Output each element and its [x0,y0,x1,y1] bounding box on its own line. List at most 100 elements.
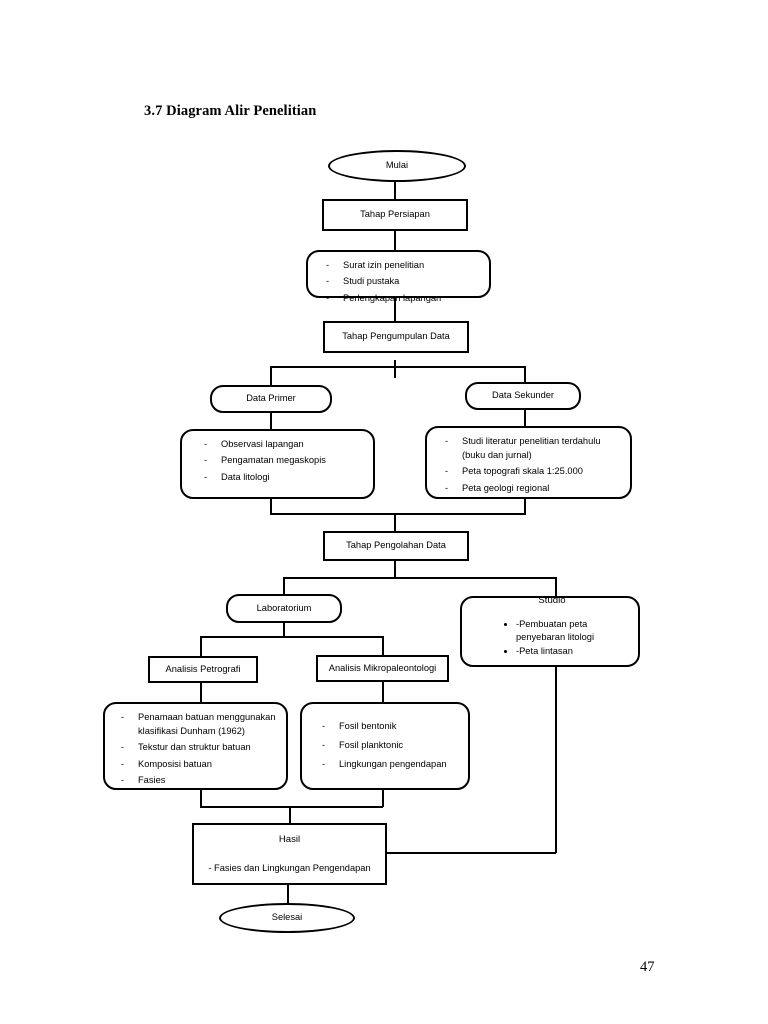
node-result-title: Hasil [278,833,301,845]
connector-result-to-end [287,884,289,904]
bullet-dash: - [326,292,330,303]
connector-collection-split-bar [270,366,526,368]
list-item: -Observasi lapangan [202,438,363,452]
connector-start-to-preparation [394,179,396,201]
connector-petrography-items-down [200,789,202,807]
connector-micropaleontology-items-down [382,789,384,807]
list-item: - Pengamatan megaskopis [202,454,363,468]
connector-processing-down [394,560,396,578]
node-preparation-items[interactable]: -Surat izin penelitian - Studi pustaka - P… [306,250,491,303]
bullet-dash: - [204,471,208,482]
bullet-dash: - [121,712,125,722]
connector-primary-to-items [270,410,272,430]
list-item: -Surat izin penelitian [324,259,479,273]
connector-split-to-secondary [524,366,526,384]
bullet-dash: - [445,436,449,446]
connector-merge-to-processing [394,513,396,532]
connector-merge-bar [270,513,526,515]
bullet-dash: - [121,775,125,786]
connector-split-to-petrography [200,636,202,657]
node-stage-collection-label: Tahap Pengumpulan Data [342,331,450,342]
preparation-items-list: -Surat izin penelitian - Studi pustaka - P… [324,259,479,306]
node-stage-processing[interactable]: Tahap Pengolahan Data [323,531,469,561]
node-end[interactable]: Selesai [219,903,355,933]
node-studio[interactable]: Studio -Pembuatan peta penyebaran litolo… [460,594,640,667]
list-item: - Fosil bentonik [320,720,458,734]
connector-split-to-studio [555,577,557,597]
bullet-dash: - [121,742,125,753]
node-stage-preparation[interactable]: Tahap Persiapan [322,199,468,231]
node-data-primary[interactable]: Data Primer [210,385,332,413]
page-number: 47 [640,959,655,975]
list-item-text: Perlengkapan lapangan [343,292,442,303]
connector-micropaleontology-to-items [382,682,384,702]
list-item-text: Peta geologi regional [462,482,550,493]
node-end-label: Selesai [271,912,303,923]
connector-split-to-primary [270,366,272,388]
list-item-text: Studi pustaka [343,276,400,287]
connector-laboratory-down [283,622,285,637]
list-item: - Perlengkapan lapangan [324,292,479,306]
list-item-text: Surat izin penelitian [343,260,425,270]
node-laboratory[interactable]: Laboratorium [226,594,342,623]
bullet-dash: - [516,618,520,629]
list-item-text: Studi literatur penelitian terdahulu (bu… [462,436,601,460]
list-item: -Lingkungan pengendapan [320,758,458,772]
list-item: - Studi pustaka [324,275,479,289]
list-item: -Fosil planktonic [320,739,458,753]
node-result[interactable]: Hasil - Fasies dan Lingkungan Pengendapa… [192,823,387,885]
page-title: 3.7 Diagram Alir Penelitian [144,103,317,119]
bullet-dash: - [204,455,208,466]
list-item: - Komposisi batuan [119,758,276,772]
list-item: -Pembuatan peta penyebaran litologi [516,618,628,645]
node-data-primary-items[interactable]: -Observasi lapangan - Pengamatan megaskop… [180,429,375,499]
node-analysis-petrography[interactable]: Analisis Petrografi [148,656,258,683]
connector-studio-down [555,666,557,853]
connector-items-to-collection [394,296,396,332]
node-data-secondary[interactable]: Data Sekunder [465,382,581,410]
node-studio-title: Studio [538,594,566,606]
connector-preparation-to-items [394,229,396,252]
connector-split-to-laboratory [283,577,285,595]
connector-processing-split-bar [283,577,556,579]
node-data-secondary-label: Data Sekunder [491,390,555,401]
node-start[interactable]: Mulai [328,150,466,182]
list-item: -Penamaan batuan menggunakan klasifikasi… [119,711,276,739]
node-analysis-micropaleontology[interactable]: Analisis Mikropaleontologi [316,655,449,682]
list-item-text: Komposisi batuan [138,758,212,769]
node-data-secondary-items[interactable]: - Studi literatur penelitian terdahulu (b… [425,426,632,499]
list-item: - Peta geologi regional [443,482,620,496]
connector-laboratory-split-bar [200,636,383,638]
node-stage-collection[interactable]: Tahap Pengumpulan Data [323,321,469,353]
list-item: - Studi literatur penelitian terdahulu (b… [443,435,620,463]
connector-collection-down [394,360,396,378]
connector-analysis-merge-bar [200,806,383,808]
micropaleontology-items-list: -Fosil bentonik -Fosil planktonic -Lingk… [320,720,458,772]
bullet-dash: - [445,482,449,493]
list-item: - Peta topografi skala 1:25.000 [443,465,620,479]
bullet-dash: - [326,276,330,287]
node-analysis-petrography-items[interactable]: -Penamaan batuan menggunakan klasifikasi… [103,702,288,790]
node-start-label: Mulai [385,160,409,171]
connector-secondary-items-down [524,498,526,514]
connector-merge-to-result [289,806,291,824]
bullet-dash: - [445,466,449,477]
list-item-text: Fosil planktonic [339,740,404,751]
list-item-text: Pembuatan peta penyebaran litologi [516,618,595,643]
bullet-dash: - [121,758,125,769]
list-item-text: Fosil bentonik [339,721,397,732]
studio-items-list: -Pembuatan peta penyebaran litologi -Pet… [476,618,628,658]
bullet-dash: - [322,721,326,732]
connector-petrography-to-items [200,683,202,702]
connector-primary-items-down [270,498,272,514]
list-item-text: Peta lintasan [519,645,573,656]
bullet-dash: - [516,645,520,656]
bullet-dash: - [322,758,326,769]
connector-split-to-micropaleontology [382,636,384,656]
bullet-dash: - [204,439,208,449]
node-analysis-micropaleontology-items[interactable]: -Fosil bentonik -Fosil planktonic -Lingk… [300,702,470,790]
list-item-text: Peta topografi skala 1:25.000 [462,466,583,477]
node-stage-processing-label: Tahap Pengolahan Data [346,540,446,551]
list-item-text: Pengamatan megaskopis [221,455,326,466]
